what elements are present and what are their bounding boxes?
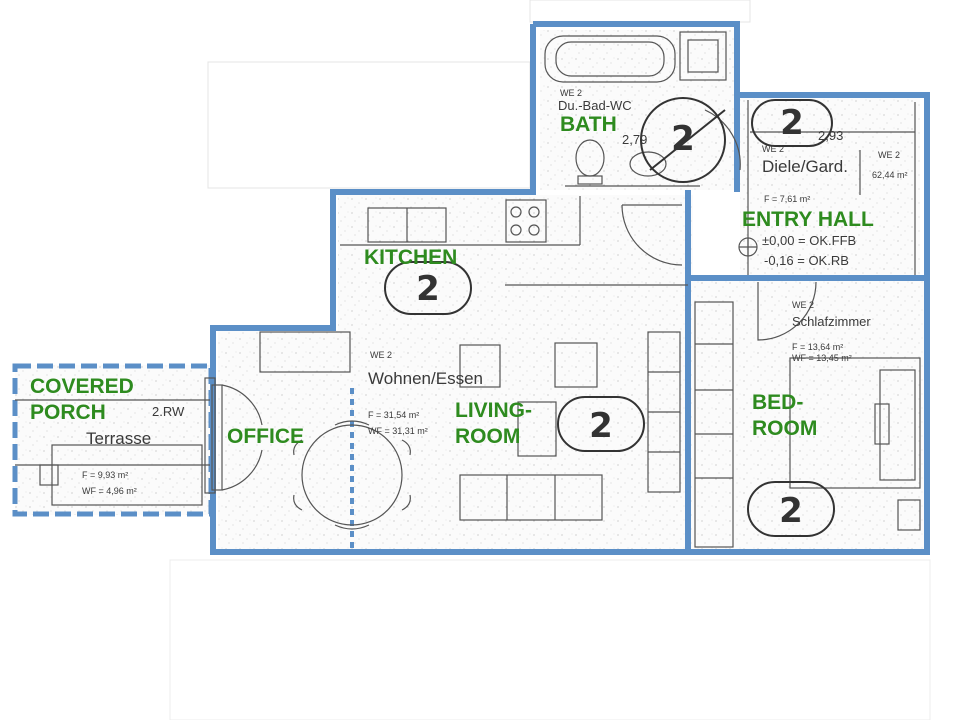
label-living-room: LIVING- ROOM [455, 398, 532, 450]
bed-name: Schlafzimmer [792, 314, 871, 329]
terrace-name: Terrasse [86, 429, 151, 448]
living-area-f: F = 31,54 m² [368, 410, 419, 420]
hall-we: WE 2 [762, 144, 784, 154]
label-living-room-line1: LIVING- [455, 399, 532, 422]
unit-marker-bath [640, 97, 726, 183]
label-entry-hall: ENTRY HALL [742, 208, 874, 231]
plan-linework [15, 31, 921, 548]
bath-area: 2,79 [622, 132, 647, 147]
unit-marker-hall [751, 99, 833, 147]
label-living-room-line2: ROOM [455, 425, 521, 448]
label-bedroom: BED- ROOM [752, 390, 817, 442]
unit-marker-living [557, 396, 645, 452]
label-bedroom-line1: BED- [752, 391, 804, 414]
label-bath: BATH [560, 113, 617, 136]
bath-we: WE 2 [560, 88, 582, 98]
terrace-we: 2.RW [152, 404, 185, 419]
unit-number-living: 2 [589, 406, 613, 446]
label-covered-porch: COVERED PORCH [30, 374, 134, 426]
hall-corner-area: 2,93 [818, 128, 843, 143]
terrace-area-f: F = 9,93 m² [82, 470, 128, 480]
label-kitchen: KITCHEN [364, 246, 458, 269]
bath-name: Du.-Bad-WC [558, 98, 632, 113]
paper-sheet [529, 0, 751, 23]
unit-marker-kitchen [384, 261, 472, 315]
label-covered-porch-line2: PORCH [30, 401, 106, 424]
unit-number-bedroom: 2 [779, 491, 803, 531]
label-covered-porch-line1: COVERED [30, 375, 134, 398]
porch-outline [12, 363, 214, 517]
living-we: WE 2 [370, 350, 392, 360]
hall-name: Diele/Gard. [762, 157, 848, 176]
bed-we: WE 2 [792, 300, 814, 310]
bed-area-wf: WF = 13,45 m² [792, 353, 852, 363]
living-name: Wohnen/Essen [368, 369, 483, 388]
unit-number-kitchen: 2 [416, 269, 440, 309]
unit-markers [384, 97, 835, 537]
label-bedroom-line2: ROOM [752, 417, 818, 440]
label-office: OFFICE [227, 425, 304, 448]
hall-side-we: WE 2 [878, 150, 900, 160]
hall-area: F = 7,61 m² [764, 194, 810, 204]
unit-number-hall: 2 [780, 103, 804, 143]
unit-number-bath: 2 [671, 119, 695, 159]
hall-height-2: -0,16 = OK.RB [764, 253, 849, 268]
paper-sheet [207, 61, 531, 189]
living-area-wf: WF = 31,31 m² [368, 426, 428, 436]
hall-side-area: 62,44 m² [872, 170, 908, 180]
floor-area [15, 30, 925, 550]
hall-height-1: ±0,00 = OK.FFB [762, 233, 856, 248]
terrace-area-wf: WF = 4,96 m² [82, 486, 137, 496]
paper-sheet [169, 559, 931, 720]
unit-marker-bedroom [747, 481, 835, 537]
bed-area-f: F = 13,64 m² [792, 342, 843, 352]
